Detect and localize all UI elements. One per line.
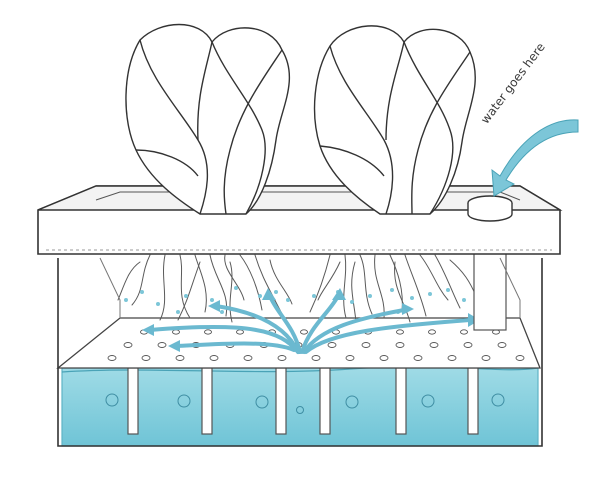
fill-port — [467, 195, 513, 222]
container-body — [57, 258, 543, 447]
reservoir-holes — [105, 393, 505, 414]
lid-inner-edge — [95, 191, 521, 201]
plant-roots — [117, 254, 477, 323]
root-arrows — [148, 294, 472, 354]
lettuce-plant-right — [313, 25, 476, 215]
root-water-droplets — [124, 286, 466, 314]
water-surface-line — [61, 366, 539, 373]
container-back-edge — [99, 257, 521, 318]
lettuce-plant-left — [125, 23, 291, 215]
water-arrow — [491, 119, 579, 197]
water-inlet-annotation: water goes here — [478, 40, 588, 158]
